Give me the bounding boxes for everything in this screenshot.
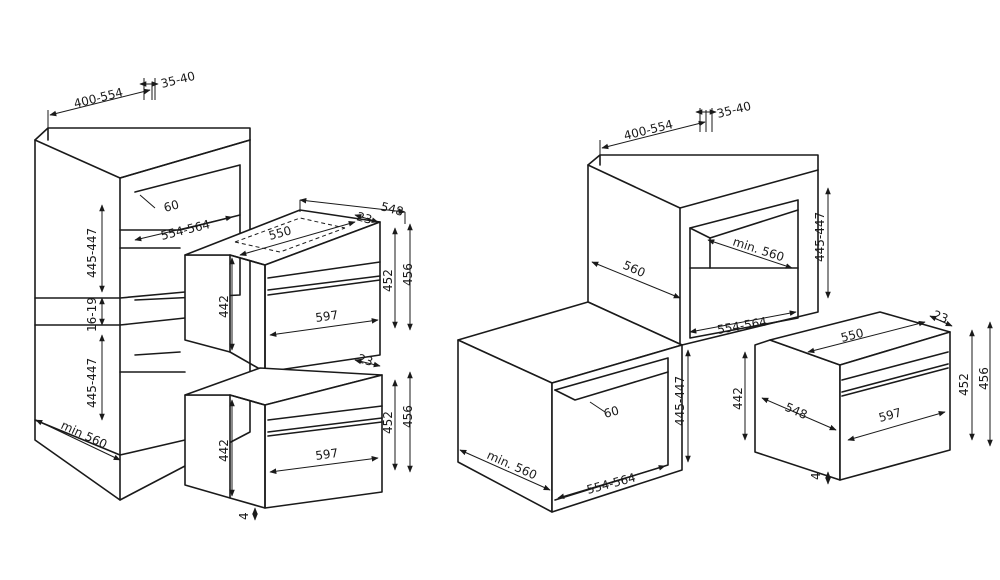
right-base-counter [457, 301, 683, 513]
dim-right-wall-depth: 35-40 [715, 99, 752, 121]
dim-lower-front-offset: 23 [356, 351, 374, 368]
dim-counter-niche-height: 445-447 [673, 376, 687, 426]
dim-upper-front-height: 452 [381, 269, 395, 292]
dim-niche-width: 400-554 [72, 85, 124, 111]
dim-lower-width: 597 [314, 446, 339, 463]
dim-right-niche-width: 400-554 [622, 117, 674, 143]
dim-right-oven-top-depth: 550 [839, 326, 865, 345]
dim-upper-body-height: 442 [217, 295, 231, 318]
dim-right-oven-front-offset: 23 [931, 308, 950, 326]
dim-upper-overall-depth: 548 [379, 199, 405, 218]
dim-lower-niche-height: 445-447 [85, 358, 99, 408]
dim-vent-opening: 60 [162, 197, 180, 214]
left-lower-oven [184, 367, 383, 509]
dim-right-niche-height: 445-447 [813, 212, 827, 262]
dim-lower-front-height: 452 [381, 411, 395, 434]
dim-upper-total-height: 456 [401, 263, 415, 286]
dim-lower-total-height: 456 [401, 405, 415, 428]
dim-lower-body-height: 442 [217, 439, 231, 462]
dim-shelf-gap: 16-19 [85, 297, 99, 332]
left-dimensions: 400-554 35-40 445-447 16-19 445-447 min … [35, 69, 415, 521]
dim-lower-base-gap: 4 [237, 512, 251, 520]
dim-right-oven-total-height: 456 [977, 367, 991, 390]
dim-counter-vent-opening: 60 [602, 403, 620, 420]
dim-upper-niche-height: 445-447 [85, 228, 99, 278]
dim-upper-front-offset: 23 [355, 209, 373, 226]
dim-right-oven-front-height: 452 [957, 373, 971, 396]
dim-upper-width: 597 [314, 308, 339, 325]
dim-upper-top-depth: 550 [267, 223, 293, 242]
dim-right-oven-body-height: 442 [731, 387, 745, 410]
dim-right-oven-width: 597 [877, 405, 903, 424]
dim-wall-depth: 35-40 [159, 69, 196, 91]
dim-right-oven-base-gap: 4 [809, 472, 823, 480]
